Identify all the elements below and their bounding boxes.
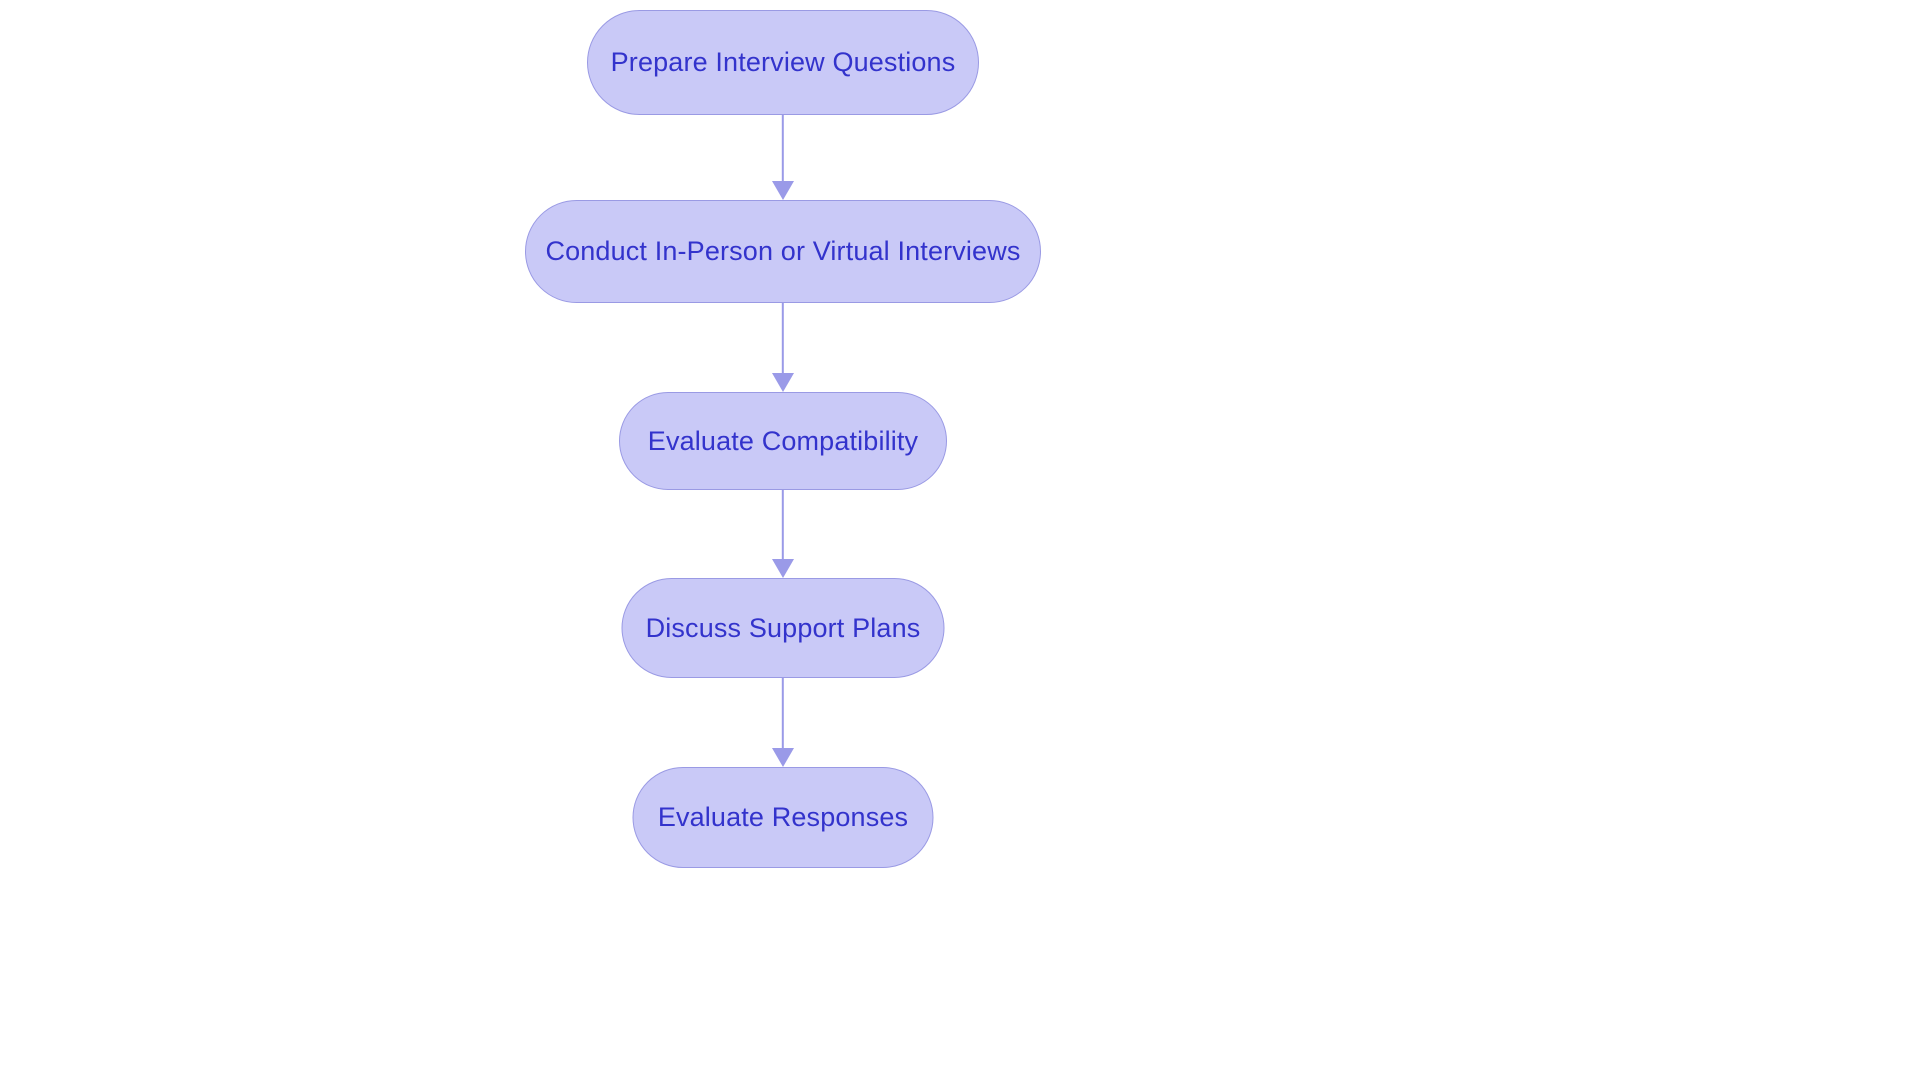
arrow-line bbox=[781, 678, 785, 748]
arrow-head-icon bbox=[772, 559, 794, 578]
flow-node-label: Prepare Interview Questions bbox=[610, 47, 956, 77]
flow-node-conduct-interviews[interactable]: Conduct In-Person or Virtual Interviews bbox=[525, 200, 1041, 303]
flow-node-evaluate-compatibility[interactable]: Evaluate Compatibility bbox=[619, 392, 947, 490]
flow-node-label: Evaluate Compatibility bbox=[647, 425, 919, 456]
flow-node-prepare-interview-questions[interactable]: Prepare Interview Questions bbox=[587, 10, 979, 115]
flow-arrow-n4-to-n5 bbox=[771, 678, 795, 767]
flow-node-evaluate-responses[interactable]: Evaluate Responses bbox=[632, 767, 934, 868]
arrow-head-icon bbox=[772, 181, 794, 200]
flow-node-label: Discuss Support Plans bbox=[645, 612, 921, 643]
arrow-head-icon bbox=[772, 373, 794, 392]
arrow-line bbox=[781, 303, 785, 373]
arrow-head-icon bbox=[772, 748, 794, 767]
arrow-line bbox=[781, 490, 785, 559]
arrow-line bbox=[781, 115, 785, 181]
flow-arrow-n3-to-n4 bbox=[771, 490, 795, 578]
flow-node-label: Conduct In-Person or Virtual Interviews bbox=[545, 236, 1021, 266]
flow-node-label: Evaluate Responses bbox=[657, 802, 909, 832]
flow-arrow-n1-to-n2 bbox=[771, 115, 795, 200]
flow-node-discuss-support-plans[interactable]: Discuss Support Plans bbox=[621, 578, 945, 678]
flow-arrow-n2-to-n3 bbox=[771, 303, 795, 392]
